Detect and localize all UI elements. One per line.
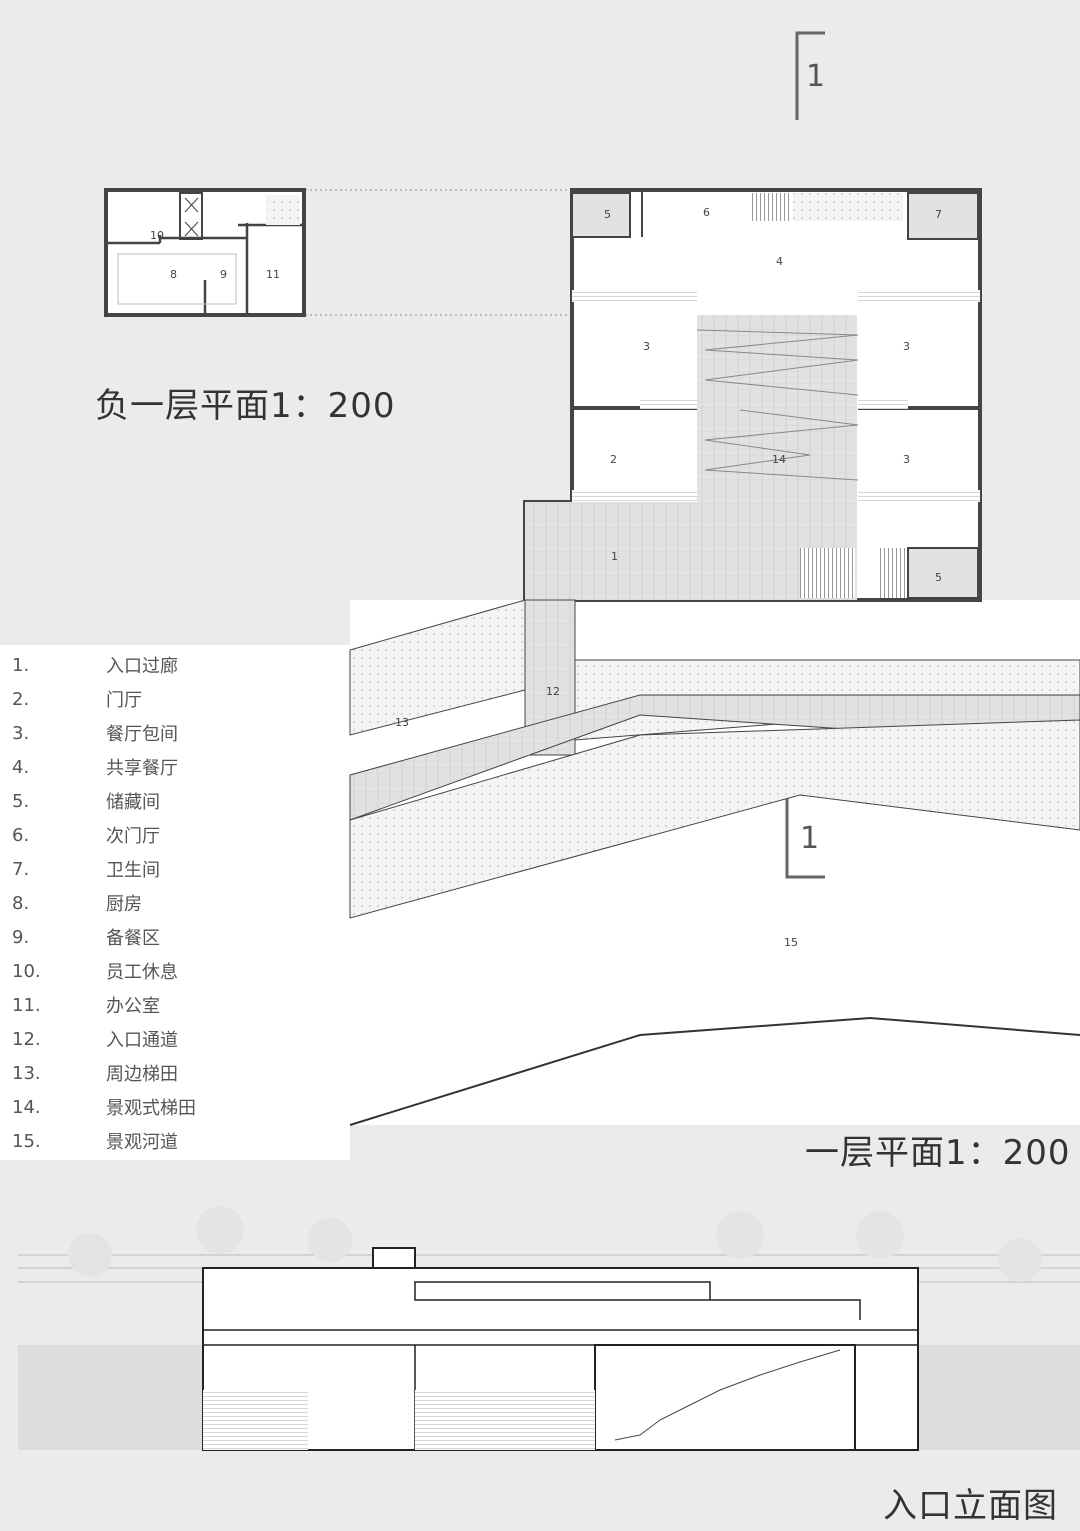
- svg-text:7: 7: [935, 208, 942, 221]
- legend-num: 11.: [12, 994, 41, 1016]
- svg-text:4: 4: [776, 255, 783, 268]
- legend-num: 9.: [12, 926, 30, 948]
- svg-text:15: 15: [784, 936, 798, 949]
- legend-label: 员工休息: [106, 962, 178, 983]
- legend-num: 5.: [12, 790, 30, 812]
- legend-label: 门厅: [106, 690, 142, 711]
- legend-item: 7. 卫生间: [12, 852, 342, 886]
- legend-label: 入口通道: [106, 1030, 178, 1051]
- legend-item: 3. 餐厅包间: [12, 716, 342, 750]
- svg-text:5: 5: [604, 208, 611, 221]
- legend-num: 15.: [12, 1130, 41, 1152]
- site-terraces: 12 13 15: [349, 599, 1080, 1126]
- basement-plan: 10 8 9 11: [104, 188, 306, 317]
- legend-num: 1.: [12, 654, 30, 676]
- svg-text:3: 3: [903, 453, 910, 466]
- projection-lines: [305, 189, 572, 316]
- legend-num: 2.: [12, 688, 30, 710]
- ground-plan-title: 一层平面1：200: [805, 1133, 1071, 1173]
- section-mark-bottom: 1: [785, 790, 825, 879]
- legend-num: 14.: [12, 1096, 41, 1118]
- legend-num: 7.: [12, 858, 30, 880]
- svg-text:3: 3: [903, 340, 910, 353]
- legend-item: 15. 景观河道: [12, 1124, 342, 1158]
- legend-num: 13.: [12, 1062, 41, 1084]
- legend-num: 6.: [12, 824, 30, 846]
- legend-label: 办公室: [106, 996, 160, 1017]
- svg-text:13: 13: [395, 716, 409, 729]
- svg-text:12: 12: [546, 685, 560, 698]
- legend-label: 备餐区: [106, 928, 160, 949]
- elevation-title: 入口立面图: [883, 1486, 1058, 1526]
- legend-item: 6. 次门厅: [12, 818, 342, 852]
- svg-text:11: 11: [266, 268, 280, 281]
- legend-label: 景观式梯田: [106, 1098, 196, 1119]
- svg-text:5: 5: [935, 571, 942, 584]
- svg-text:1: 1: [611, 550, 618, 563]
- legend-num: 4.: [12, 756, 30, 778]
- legend-label: 餐厅包间: [106, 724, 178, 745]
- entrance-elevation: [18, 1206, 1080, 1451]
- legend-item: 9. 备餐区: [12, 920, 342, 954]
- legend-item: 5. 储藏间: [12, 784, 342, 818]
- svg-text:2: 2: [610, 453, 617, 466]
- svg-text:8: 8: [170, 268, 177, 281]
- svg-text:6: 6: [703, 206, 710, 219]
- svg-text:14: 14: [772, 453, 786, 466]
- legend-label: 卫生间: [106, 860, 160, 881]
- legend-panel: [0, 645, 350, 1160]
- legend-label: 储藏间: [106, 792, 160, 813]
- legend-label: 次门厅: [106, 826, 160, 847]
- legend-num: 3.: [12, 722, 30, 744]
- legend-num: 8.: [12, 892, 30, 914]
- svg-text:9: 9: [220, 268, 227, 281]
- legend-item: 10. 员工休息: [12, 954, 342, 988]
- legend-label: 共享餐厅: [106, 758, 178, 779]
- svg-text:10: 10: [150, 229, 164, 242]
- basement-plan-title: 负一层平面1：200: [95, 386, 396, 426]
- legend-item: 4. 共享餐厅: [12, 750, 342, 784]
- section-mark-top: 1: [795, 31, 825, 120]
- legend-label: 景观河道: [106, 1132, 178, 1153]
- legend-num: 10.: [12, 960, 41, 982]
- legend-item: 8. 厨房: [12, 886, 342, 920]
- legend-item: 13. 周边梯田: [12, 1056, 342, 1090]
- legend-item: 2. 门厅: [12, 682, 342, 716]
- legend-num: 12.: [12, 1028, 41, 1050]
- svg-text:1: 1: [800, 821, 819, 856]
- svg-text:3: 3: [643, 340, 650, 353]
- main-plan: 5 6 7 4 3 3 2 3 14 1 5: [523, 188, 982, 602]
- legend-item: 12. 入口通道: [12, 1022, 342, 1056]
- legend-label: 入口过廊: [106, 656, 178, 677]
- legend-item: 11. 办公室: [12, 988, 342, 1022]
- legend: 1. 入口过廊 2. 门厅 3. 餐厅包间 4. 共享餐厅 5. 储藏间 6. 次门厅 7.…: [12, 648, 342, 1158]
- legend-label: 厨房: [106, 894, 142, 915]
- legend-item: 14. 景观式梯田: [12, 1090, 342, 1124]
- legend-item: 1. 入口过廊: [12, 648, 342, 682]
- legend-label: 周边梯田: [106, 1064, 178, 1085]
- svg-text:1: 1: [806, 59, 825, 94]
